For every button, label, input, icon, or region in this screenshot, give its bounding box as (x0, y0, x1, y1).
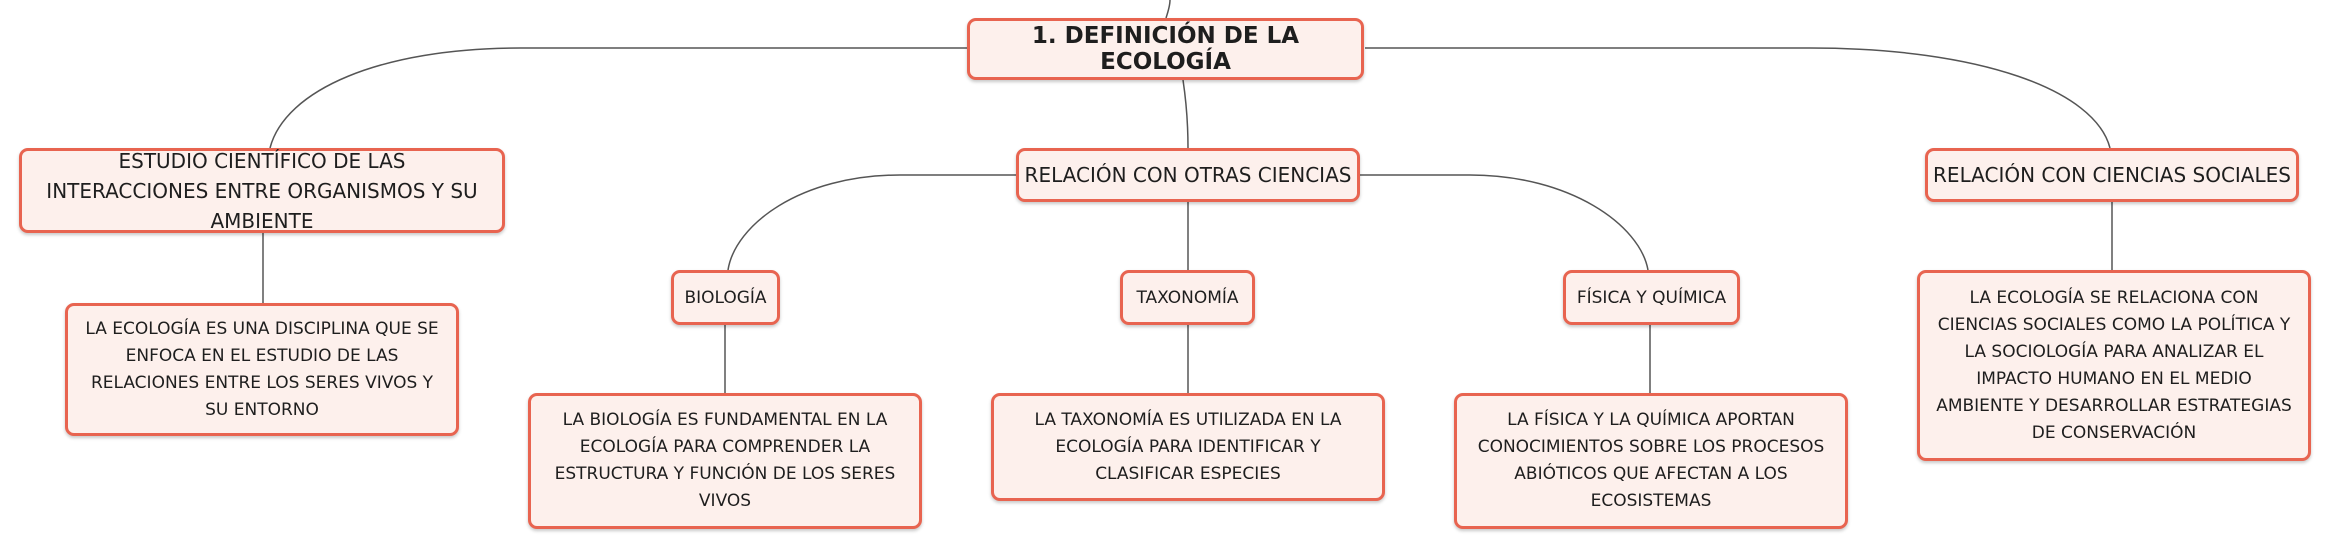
sociales-detail-text: LA ECOLOGÍA SE RELACIONA CON CIENCIAS SO… (1936, 287, 2292, 443)
estudio-detail-node[interactable]: LA ECOLOGÍA ES UNA DISCIPLINA QUE SE ENF… (65, 303, 459, 436)
biologia-detail-node[interactable]: LA BIOLOGÍA ES FUNDAMENTAL EN LA ECOLOGÍ… (528, 393, 922, 529)
root-node[interactable]: 1. DEFINICIÓN DE LA ECOLOGÍA (967, 18, 1364, 80)
estudio-detail-text: LA ECOLOGÍA ES UNA DISCIPLINA QUE SE ENF… (85, 318, 439, 420)
taxonomia-detail-text: LA TAXONOMÍA ES UTILIZADA EN LA ECOLOGÍA… (1034, 409, 1342, 484)
root-title: 1. DEFINICIÓN DE LA ECOLOGÍA (1031, 23, 1300, 75)
taxonomia-node[interactable]: TAXONOMÍA (1120, 270, 1255, 325)
connector-root-ciencias (1182, 79, 1189, 149)
connector-root-sociales (1365, 47, 2111, 149)
taxonomia-detail-node[interactable]: LA TAXONOMÍA ES UTILIZADA EN LA ECOLOGÍA… (991, 393, 1385, 501)
connector-root-estudio (269, 47, 968, 149)
connector-ciencias-fisica (1360, 174, 1649, 271)
branch-ciencias-label: RELACIÓN CON OTRAS CIENCIAS (1024, 163, 1352, 187)
fisica-detail-node[interactable]: LA FÍSICA Y LA QUÍMICA APORTAN CONOCIMIE… (1454, 393, 1848, 529)
branch-ciencias-node[interactable]: RELACIÓN CON OTRAS CIENCIAS (1016, 148, 1360, 202)
biologia-detail-text: LA BIOLOGÍA ES FUNDAMENTAL EN LA ECOLOGÍ… (554, 410, 896, 511)
branch-sociales-label: RELACIÓN CON CIENCIAS SOCIALES (1933, 163, 2291, 187)
branch-estudio-node[interactable]: ESTUDIO CIENTÍFICO DE LAS INTERACCIONES … (19, 148, 505, 233)
branch-estudio-label: ESTUDIO CIENTÍFICO DE LAS INTERACCIONES … (46, 148, 478, 233)
fisica-label: FÍSICA Y QUÍMICA (1576, 287, 1727, 308)
branch-sociales-node[interactable]: RELACIÓN CON CIENCIAS SOCIALES (1925, 148, 2299, 202)
connector-root-incoming (1165, 0, 1171, 19)
taxonomia-label: TAXONOMÍA (1136, 287, 1239, 308)
fisica-node[interactable]: FÍSICA Y QUÍMICA (1563, 270, 1740, 325)
connector-ciencias-biologia (727, 174, 1016, 271)
sociales-detail-node[interactable]: LA ECOLOGÍA SE RELACIONA CON CIENCIAS SO… (1917, 270, 2311, 461)
fisica-detail-text: LA FÍSICA Y LA QUÍMICA APORTAN CONOCIMIE… (1477, 410, 1825, 511)
biologia-label: BIOLOGÍA (684, 287, 767, 308)
biologia-node[interactable]: BIOLOGÍA (671, 270, 780, 325)
